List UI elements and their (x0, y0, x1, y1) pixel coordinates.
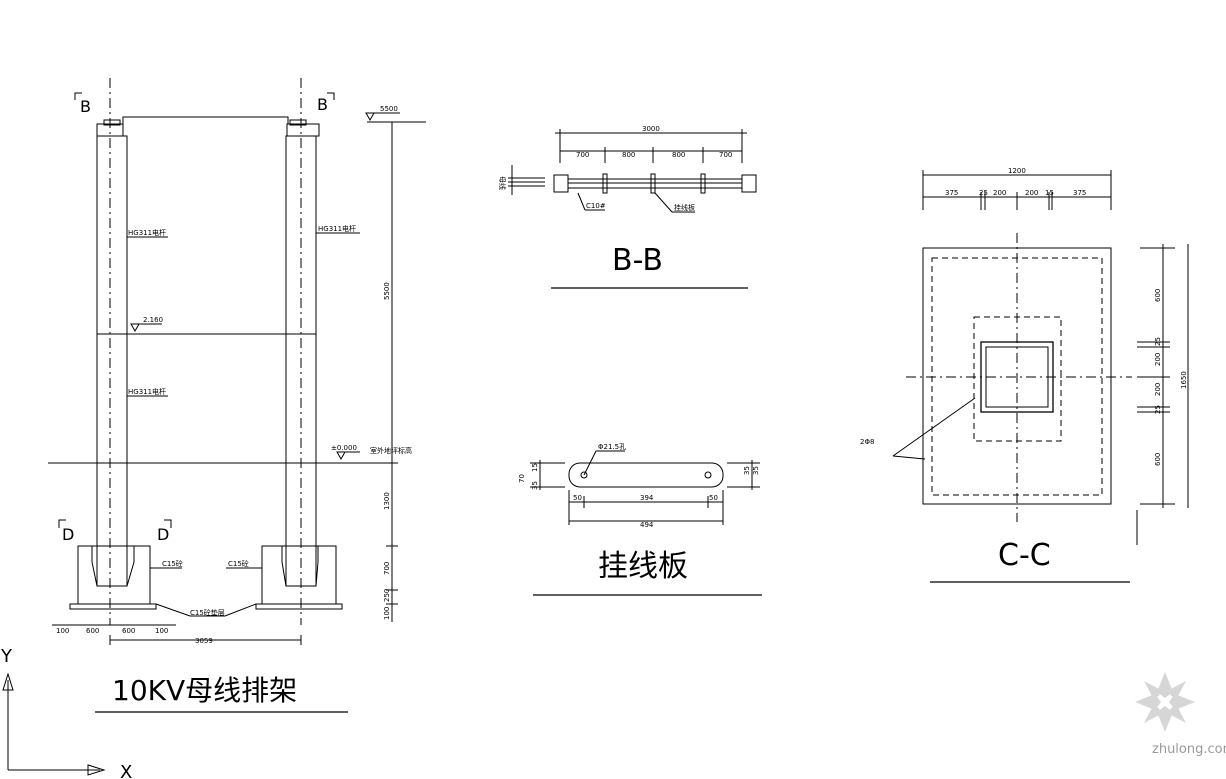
dim-bottom-2: 600 (86, 627, 99, 635)
watermark-site: zhulong.com (1152, 742, 1226, 757)
cc-dim-vtotal: 1650 (1180, 371, 1188, 389)
elevation-view: 2.160 ±0.000 室外地坪标高 HG311电杆 HG311电杆 HG31… (48, 78, 426, 713)
concrete-cushion-label: C15砼垫层 (190, 608, 225, 617)
cc-dim-c: 200 (993, 189, 1006, 197)
bb-pole-left (553, 174, 569, 193)
cap-plate-left (103, 119, 121, 126)
bb-dim-1: 700 (576, 151, 589, 159)
cap-plate-right (289, 119, 307, 126)
bb-dim-4: 700 (719, 151, 732, 159)
bb-dim-2: 800 (622, 151, 635, 159)
section-cc: 1200 375 25 200 200 15 375 2Φ8 (860, 167, 1189, 583)
plate-dim-h3: 35 (531, 481, 539, 490)
cc-dim-e: 15 (1045, 189, 1054, 197)
plate-dim-h2: 15 (531, 463, 539, 472)
hanging-plate: Φ21.5孔 50 394 50 494 70 15 35 35 35 挂线板 (518, 443, 762, 596)
cc-dim-total: 1200 (1008, 167, 1026, 175)
pole-label-upper-left: HG311电杆 (128, 228, 166, 237)
section-mark-b-left: B (80, 97, 91, 116)
cc-dim-d: 200 (1025, 189, 1038, 197)
plate-dim-r2: 35 (752, 466, 760, 475)
plate-dim-total: 494 (640, 521, 654, 529)
plate-dim-h1: 70 (518, 474, 526, 483)
cc-dim-v5: 25 (1154, 405, 1162, 414)
section-mark-b-right: B (317, 95, 328, 114)
dim-base-1: 700 (383, 562, 391, 575)
mid-elevation-label: 2.160 (143, 316, 163, 324)
bb-channel-label: C10# (586, 202, 606, 210)
section-mark-d-left: D (62, 525, 74, 544)
section-mark-d-right: D (157, 525, 169, 544)
dim-bottom-1: 100 (56, 627, 69, 635)
bb-pole-right (741, 174, 757, 193)
top-elevation-label: 5500 (380, 105, 398, 113)
cc-dim-v4: 200 (1154, 383, 1162, 396)
cc-dim-f: 375 (1073, 189, 1086, 197)
dim-span: 3059 (195, 637, 213, 645)
dim-base-2: 250 (383, 589, 391, 602)
bb-plate-label: 挂线板 (674, 203, 695, 212)
ground-note: 室外地坪标高 (370, 446, 412, 455)
pole-right (285, 135, 317, 587)
cc-title: C-C (998, 538, 1051, 573)
concrete-label-right: C15砼 (228, 559, 249, 568)
cc-dim-v3: 200 (1154, 353, 1162, 366)
crossbeam (122, 116, 289, 124)
foundation-left (77, 545, 151, 605)
dim-base-3: 100 (383, 607, 391, 620)
dim-bottom-3: 600 (122, 627, 135, 635)
plate-outline (568, 462, 724, 488)
plate-hole-right (704, 471, 712, 479)
cc-rebar-label: 2Φ8 (860, 438, 874, 446)
mid-level-triangle (130, 323, 140, 333)
plate-hole-left (580, 471, 588, 479)
plate-dim-left: 50 (573, 494, 582, 502)
dim-height-lower: 1300 (383, 492, 391, 510)
elevation-title: 10KV母线排架 (112, 674, 297, 707)
bb-title: B-B (612, 243, 663, 278)
pole-label-lower-left: HG311电杆 (128, 387, 166, 396)
pole-left (96, 135, 128, 587)
watermark: zhulong.com (1135, 672, 1226, 757)
ground-elevation-label: ±0.000 (331, 444, 357, 452)
plate-title: 挂线板 (598, 549, 688, 584)
plate-dim-right: 50 (709, 494, 718, 502)
plate-dim-mid: 394 (640, 494, 654, 502)
ucs-icon: Y X (0, 646, 132, 779)
pole-cap-right (286, 123, 320, 137)
pole-label-upper-right: HG311电杆 (318, 224, 356, 233)
concrete-cushion (155, 603, 257, 617)
dim-bottom-4: 100 (155, 627, 168, 635)
concrete-label-left: C15砼 (162, 559, 183, 568)
cc-dim-a: 375 (945, 189, 958, 197)
footing-right (255, 603, 343, 610)
ground-triangle (336, 451, 346, 461)
bb-dim-total: 3000 (642, 125, 660, 133)
foundation-right (261, 545, 337, 605)
ucs-x-label: X (120, 762, 132, 779)
ucs-y-label: Y (0, 646, 13, 667)
dim-height-upper: 5500 (383, 282, 391, 300)
cc-dim-v1: 600 (1154, 289, 1162, 302)
footing-left (69, 603, 157, 610)
cc-dim-v6: 600 (1154, 453, 1162, 466)
cc-dim-b: 25 (979, 189, 988, 197)
section-bb: 3000 700 800 800 700 母线 C10# 挂线板 B-B (498, 125, 757, 289)
plate-dim-r1: 35 (743, 466, 751, 475)
plate-hole-label: Φ21.5孔 (598, 443, 626, 451)
watermark-logo-icon (1135, 672, 1195, 732)
bb-dim-3: 800 (672, 151, 685, 159)
cc-dim-v2: 25 (1154, 337, 1162, 346)
bb-side-label: 母线 (498, 176, 507, 190)
